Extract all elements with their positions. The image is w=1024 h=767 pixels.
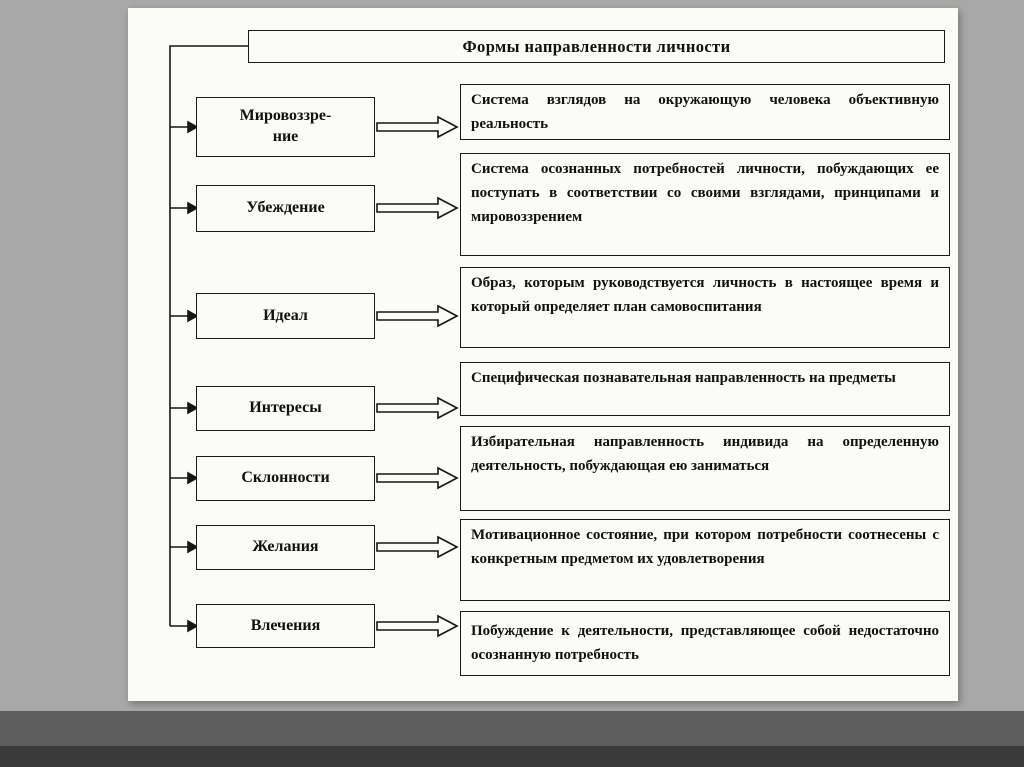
definition-text: Побуждение к деятельности, представляюще…	[471, 623, 939, 663]
definition-box: Мотивационное состояние, при котором пот…	[460, 519, 950, 601]
term-box-mirovozzrenie: Мировоззре- ние	[196, 97, 375, 157]
definition-box: Специфическая познавательная направленно…	[460, 362, 950, 416]
term-label: Убеждение	[246, 199, 325, 217]
definition-box: Образ, которым руководствуется личность …	[460, 267, 950, 348]
term-box-ubezhdenie: Убеждение	[196, 185, 375, 232]
term-label: Влечения	[250, 616, 321, 634]
diagram-title-box: Формы направленности личности	[248, 30, 945, 63]
definition-text: Избирательная направленность индивида на…	[471, 434, 939, 474]
definition-text: Специфическая познавательная направленно…	[471, 370, 896, 386]
term-box-ideal: Идеал	[196, 293, 375, 339]
bottom-dark-strip	[0, 746, 1024, 767]
definition-text: Система взглядов на окружающую человека …	[471, 92, 939, 132]
term-label: Желания	[252, 538, 319, 556]
term-label: Идеал	[263, 306, 308, 324]
term-label: Мировоззре- ние	[239, 107, 332, 145]
bottom-gray-strip	[0, 711, 1024, 746]
term-box-vlecheniya: Влечения	[196, 604, 375, 648]
definition-box: Избирательная направленность индивида на…	[460, 426, 950, 511]
definition-box: Система осознанных потребностей личности…	[460, 153, 950, 256]
definition-text: Мотивационное состояние, при котором пот…	[471, 527, 939, 567]
term-label: Интересы	[249, 399, 322, 417]
term-box-sklonnosti: Склонности	[196, 456, 375, 501]
term-label: Склонности	[241, 469, 330, 487]
definition-text: Образ, которым руководствуется личность …	[471, 275, 939, 315]
term-box-zhelaniya: Желания	[196, 525, 375, 570]
definition-box: Система взглядов на окружающую человека …	[460, 84, 950, 140]
term-box-interesy: Интересы	[196, 386, 375, 431]
diagram-title: Формы направленности личности	[462, 36, 731, 56]
definition-box: Побуждение к деятельности, представляюще…	[460, 611, 950, 676]
definition-text: Система осознанных потребностей личности…	[471, 161, 939, 225]
